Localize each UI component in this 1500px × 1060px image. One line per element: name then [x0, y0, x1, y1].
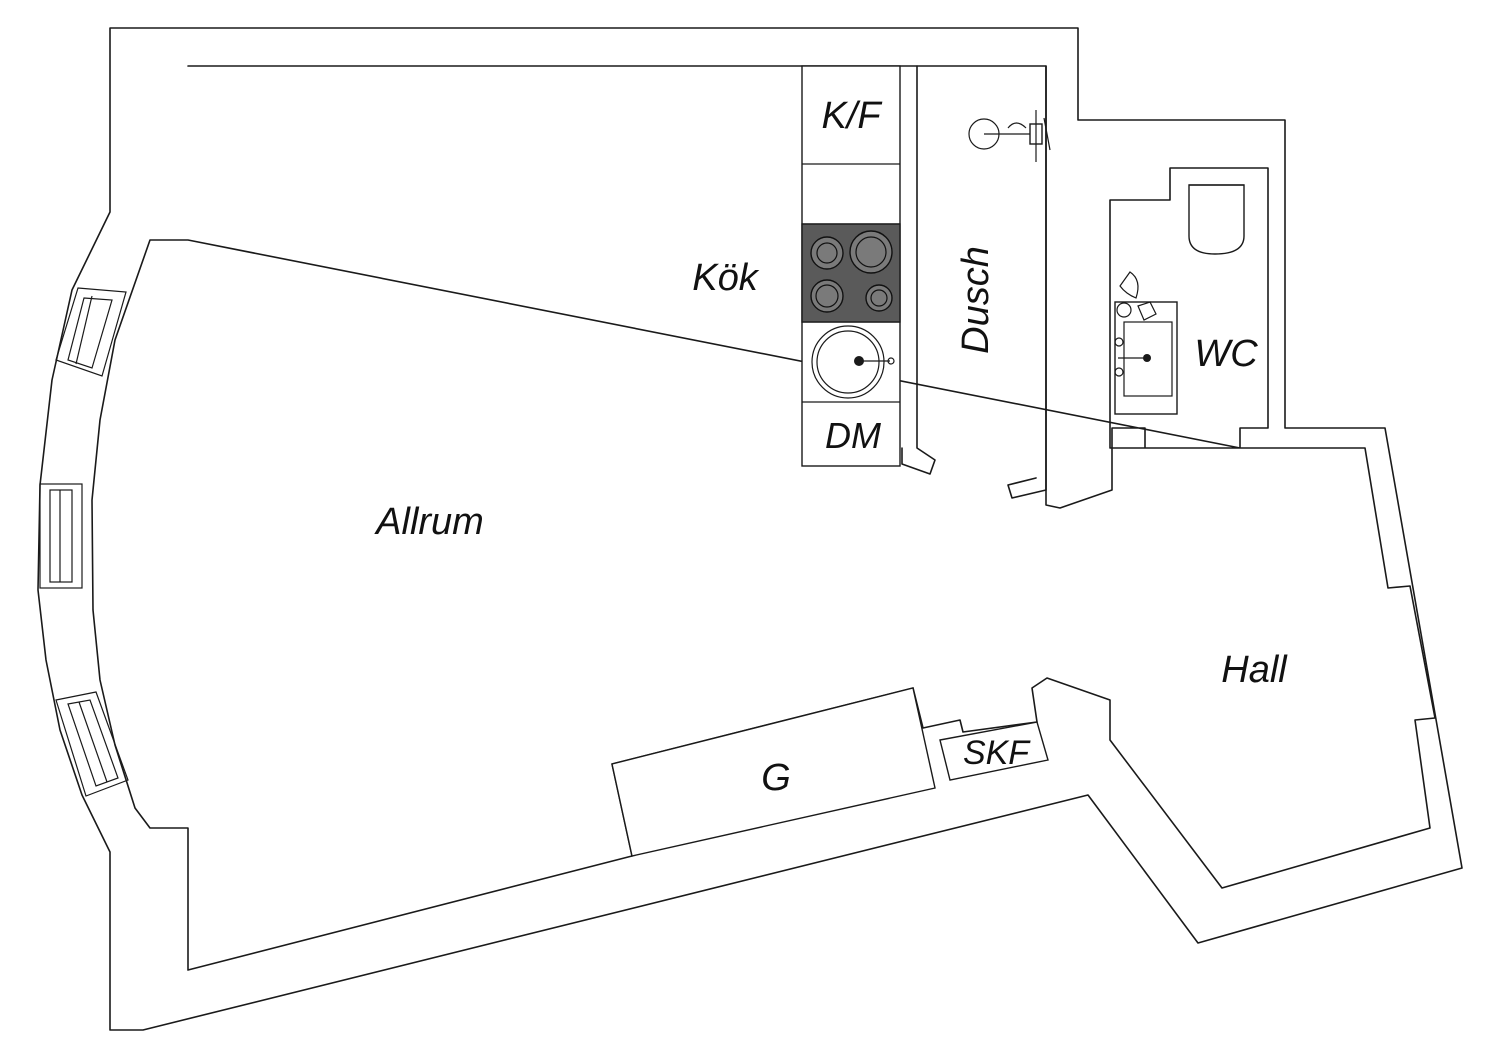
room-label-wc: WC — [1194, 333, 1258, 375]
outer-wall — [37, 27, 1463, 1031]
room-label-dusch: Dusch — [955, 246, 997, 354]
fixture-label-dm: DM — [825, 415, 881, 456]
shower-head-icon — [968, 110, 1051, 162]
kitchen-sink — [811, 325, 895, 399]
room-label-allrum: Allrum — [374, 501, 484, 543]
shower-wall-right — [1007, 65, 1047, 499]
window-bottom — [55, 691, 129, 797]
washbasin-icon — [1114, 271, 1178, 415]
fixture-label-kf: K/F — [821, 95, 882, 137]
room-label-kok: Kök — [692, 257, 759, 299]
cabinet-skf — [939, 721, 1049, 781]
window-top — [55, 287, 127, 377]
toilet-icon — [1188, 184, 1245, 255]
hob — [801, 223, 901, 323]
fixture-label-g: G — [761, 757, 791, 799]
fixture-label-skf: SKF — [963, 734, 1031, 772]
window-middle — [39, 483, 83, 589]
room-label-hall: Hall — [1221, 649, 1288, 691]
wardrobe-g — [611, 687, 936, 857]
shower-partition — [901, 65, 936, 475]
